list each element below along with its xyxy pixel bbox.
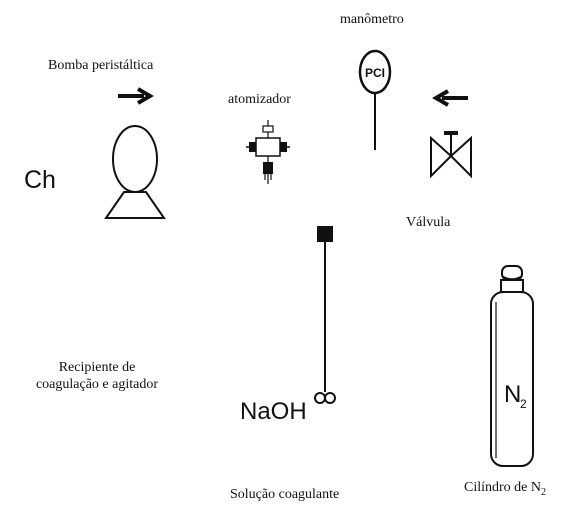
stirrer-icon (314, 226, 336, 404)
n2-text: N (504, 381, 521, 408)
n2-cylinder-label-subscript: 2 (541, 486, 546, 498)
coagulation-vessel-label-line1: Recipiente de (58, 360, 136, 375)
manometer-label: manômetro (340, 12, 404, 27)
left-arrow-icon (432, 89, 468, 107)
pump-icon (104, 125, 166, 219)
atomizer-label: atomizador (228, 92, 291, 107)
coagulation-vessel-label-line2: coagulação e agitador (35, 377, 159, 392)
valve-icon (430, 131, 472, 179)
pressure-gauge-icon: PCI (358, 49, 392, 150)
n2-cylinder-label: Cilíndro de N2 (464, 480, 546, 501)
coagulant-solution-label: Solução coagulante (230, 487, 340, 502)
n2-cylinder-label-text: Cilíndro de N (464, 480, 541, 495)
gas-cylinder-icon: N 2 (490, 265, 534, 467)
gauge-text: PCI (365, 66, 385, 80)
chitosan-symbol: Ch (24, 166, 56, 194)
right-arrow-icon (118, 87, 154, 105)
naoh-symbol: NaOH (240, 398, 307, 425)
valve-label: Válvula (406, 215, 451, 230)
peristaltic-pump-label: Bomba peristáltica (48, 58, 154, 73)
atomizer-icon (246, 120, 290, 184)
n2-subscript: 2 (520, 397, 527, 411)
